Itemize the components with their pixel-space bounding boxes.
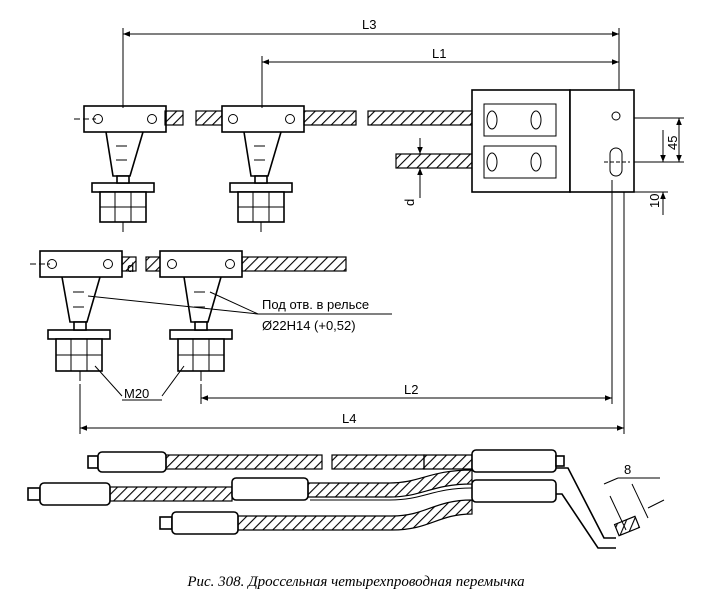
leader-m20 xyxy=(94,365,185,401)
dimension-l3 xyxy=(122,28,620,108)
connector-top-2 xyxy=(221,105,305,232)
label-m20: M20 xyxy=(124,386,149,401)
figure-caption: Рис. 308. Дроссельная четырехпроводная п… xyxy=(186,574,524,590)
label-10: 10 xyxy=(647,194,662,208)
dimension-l4 xyxy=(79,192,625,434)
dimension-8 xyxy=(603,477,665,531)
dimension-l1 xyxy=(261,56,619,108)
cable-top-long-b xyxy=(367,110,475,126)
cable-bundle-view xyxy=(27,449,641,549)
label-l2: L2 xyxy=(404,382,418,397)
label-45: 45 xyxy=(665,136,680,150)
cable-stub-2 xyxy=(195,110,223,126)
cable-top-lower xyxy=(395,153,475,169)
connector-mid-1 xyxy=(30,250,123,381)
connector-mid-2 xyxy=(159,250,243,381)
leader-hole xyxy=(87,291,392,315)
label-l4: L4 xyxy=(342,411,356,426)
label-l1: L1 xyxy=(432,46,446,61)
connector-top-1 xyxy=(74,105,167,232)
terminal-block xyxy=(471,89,635,193)
cable-mid-stub-1 xyxy=(121,256,137,272)
label-d-top: d xyxy=(402,199,417,206)
cable-mid-long xyxy=(241,256,347,272)
cable-top-long-a xyxy=(303,110,357,126)
label-l3: L3 xyxy=(362,17,376,32)
dimension-10 xyxy=(634,130,668,215)
label-hole-line2: Ø22H14 (+0,52) xyxy=(262,318,356,333)
dimension-l2 xyxy=(200,180,613,404)
label-hole-line1: Под отв. в рельсе xyxy=(262,297,369,312)
dimension-45 xyxy=(634,117,684,163)
label-d-mid: d xyxy=(127,260,134,275)
label-8: 8 xyxy=(624,462,631,477)
cable-stub-1 xyxy=(164,110,184,126)
